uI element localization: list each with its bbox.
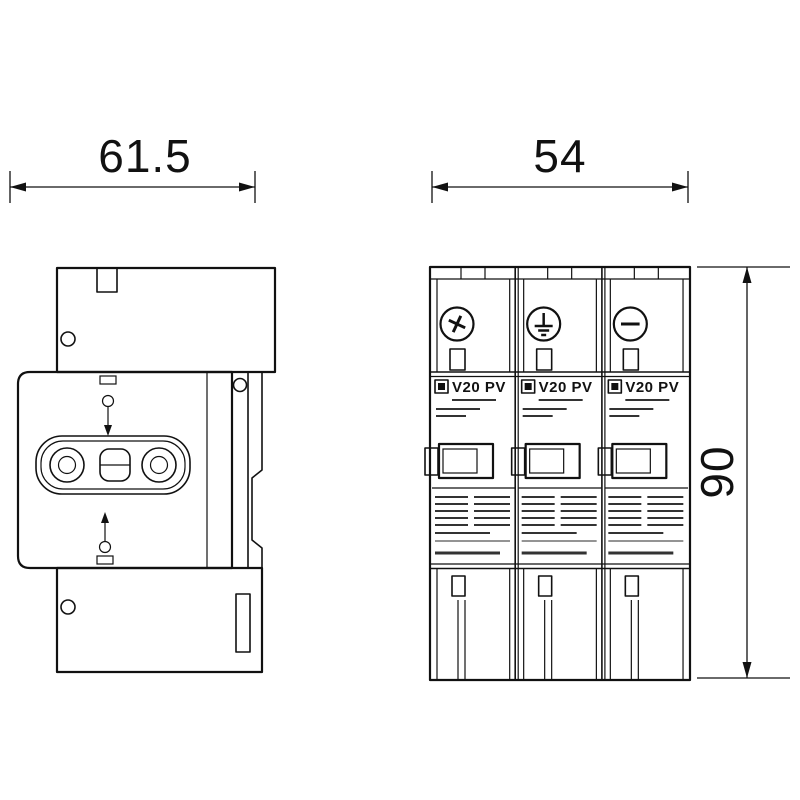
side-din-clip [231,371,263,569]
module-3-label: V20 PV [625,379,679,396]
module-1: V20 PV [448,315,506,396]
dimension-front-width: 54 [431,130,689,203]
side-top-screw [60,331,76,347]
module-housing-3 [596,265,690,681]
plus-terminal-icon [448,315,466,333]
side-view [16,266,277,674]
side-bottom-block [55,566,264,674]
side-top-tab [96,267,118,293]
dimension-side-width: 61.5 [9,130,256,203]
release-indicator-top [101,394,115,436]
side-main-body [16,370,234,570]
module-3: V20 PV [621,322,679,396]
side-bottom-screw [60,599,76,615]
module-housing-2 [510,265,603,681]
front-housing [428,265,692,682]
dimension-front-width-value: 54 [533,130,586,182]
dimension-side-width-value: 61.5 [98,130,192,182]
earth-terminal-icon [534,313,553,337]
dimension-front-height: 90 [691,266,790,679]
front-view: V20 PV V20 PV V20 PV [423,265,692,682]
module-housing-1 [423,265,517,681]
dimension-front-height-value: 90 [691,445,743,498]
release-indicator-bottom [98,512,112,554]
obo-logo [35,435,191,495]
module-2-label: V20 PV [539,379,593,396]
side-bottom-slot [235,593,251,653]
module-1-label: V20 PV [452,379,506,396]
module-2: V20 PV [534,313,593,396]
side-top-block [55,266,277,374]
